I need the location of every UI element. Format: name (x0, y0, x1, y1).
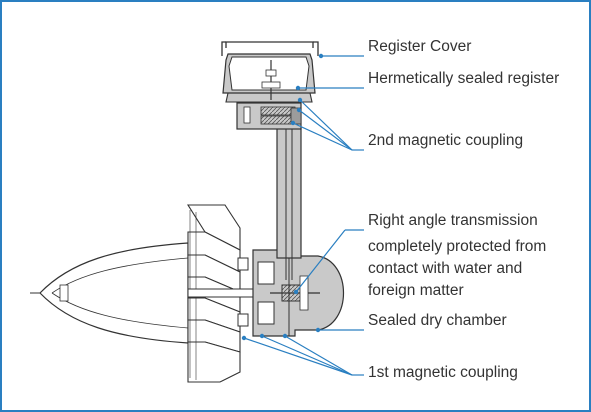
label-protection-line-1: completely protected from (368, 238, 547, 255)
callout-dots (241, 53, 324, 341)
label-register-cover: Register Cover (368, 38, 472, 55)
label-1st-magnetic-coupling: 1st magnetic coupling (368, 364, 518, 381)
label-dry-chamber: Sealed dry chamber (368, 312, 507, 329)
label-right-angle-transmission: Right angle transmission (368, 212, 538, 229)
label-2nd-magnetic-coupling: 2nd magnetic coupling (368, 132, 524, 149)
label-sealed-register: Hermetically sealed register (368, 70, 560, 87)
register-cover (221, 41, 319, 56)
register-body (222, 53, 316, 130)
nose-cone (39, 242, 189, 344)
dry-chamber-housing (252, 249, 345, 337)
vertical-column (276, 127, 302, 280)
label-protection-line-3: foreign matter (368, 282, 464, 299)
label-protection-line-2: contact with water and (368, 260, 523, 277)
callout-lines (243, 55, 364, 376)
